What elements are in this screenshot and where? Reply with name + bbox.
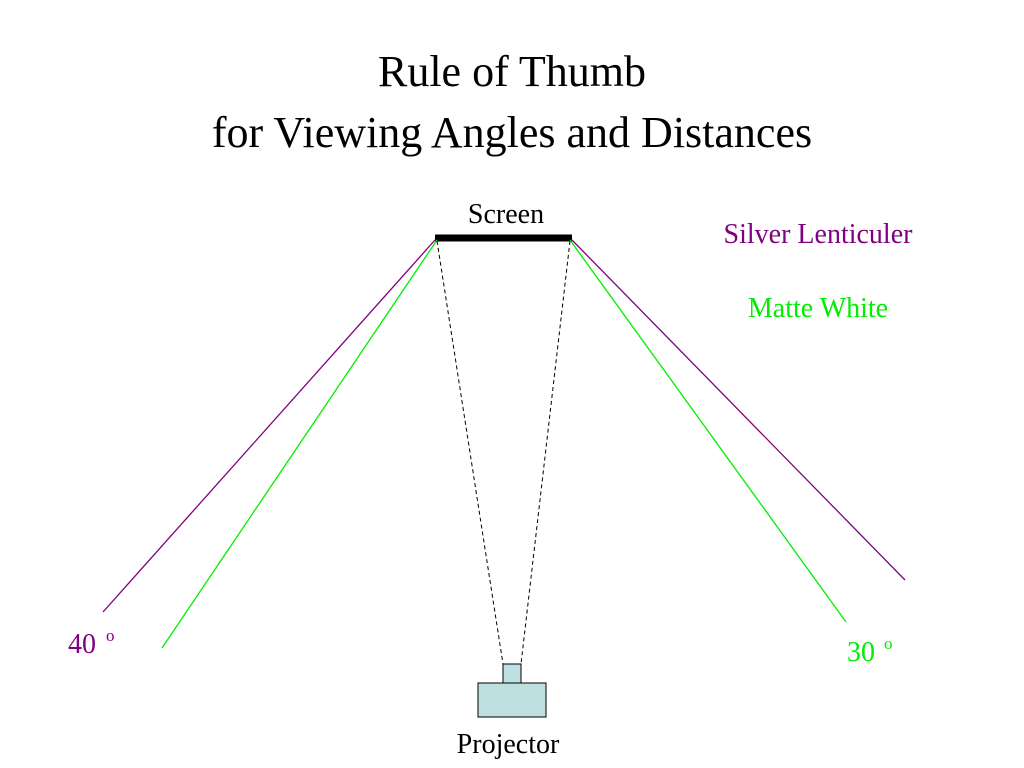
projector-label: Projector [457, 729, 560, 760]
silver-right-line [571, 239, 906, 581]
angle-degree-silver: o [106, 626, 115, 645]
title-line-2: for Viewing Angles and Distances [212, 108, 812, 157]
angle-label-silver: 40 [68, 629, 96, 660]
matte-right-line [569, 239, 847, 623]
legend-silver-lenticuler: Silver Lenticuler [724, 219, 914, 250]
projector-lens [502, 663, 522, 684]
matte-left-line [161, 239, 438, 649]
projector-body [477, 682, 547, 718]
title-line-1: Rule of Thumb [378, 47, 646, 96]
silver-left-line [102, 239, 436, 613]
angle-degree-matte: o [884, 634, 893, 653]
screen-label: Screen [468, 199, 544, 230]
angle-label-matte: 30 [847, 637, 875, 668]
projection-beam-right [520, 240, 571, 665]
projection-beam-left [436, 240, 504, 665]
legend-matte-white: Matte White [748, 293, 888, 324]
